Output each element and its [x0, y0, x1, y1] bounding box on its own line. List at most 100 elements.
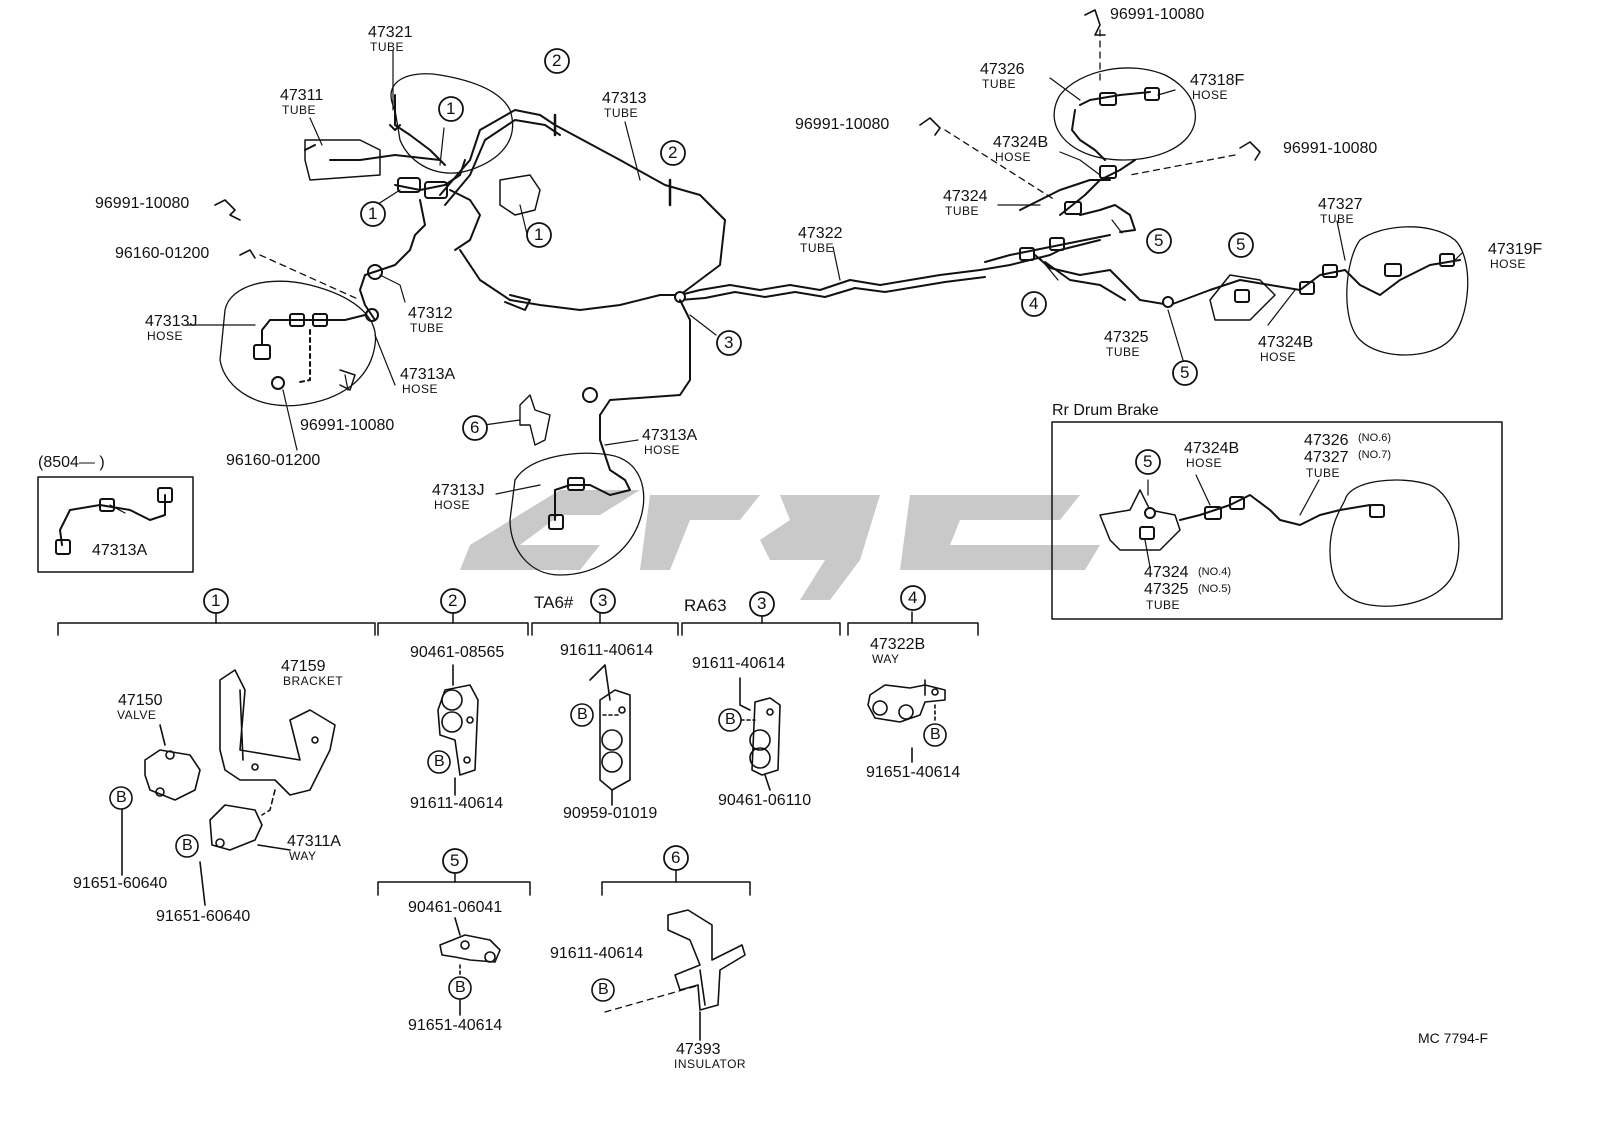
drum-47327-no7: (NO.7)	[1358, 449, 1391, 461]
label-47311-desc: TUBE	[282, 103, 317, 117]
bolt-b-3: B	[434, 753, 445, 770]
callout-6-main: 6	[470, 418, 480, 437]
group-3-ta6-number: 3	[598, 591, 608, 610]
callout-3-main: 3	[724, 333, 734, 352]
group-1-parts	[121, 669, 336, 906]
drum-tube-upper: TUBE	[1306, 466, 1341, 480]
label-47393-desc: INSULATOR	[674, 1057, 747, 1071]
label-47312-desc: TUBE	[410, 321, 445, 335]
label-47312: 47312	[408, 305, 453, 322]
label-47311A-desc: WAY	[289, 849, 317, 863]
group-ra63-label: RA63	[684, 596, 727, 615]
group-6-parts	[667, 909, 746, 1041]
label-90461-08565: 90461-08565	[410, 644, 505, 661]
bolt-b-4: B	[577, 706, 588, 723]
label-47324-desc: TUBE	[945, 204, 980, 218]
label-91611-40614-ta6: 91611-40614	[560, 642, 654, 659]
callout-2-top: 2	[552, 51, 562, 70]
label-47321: 47321	[368, 24, 413, 41]
label-47326-desc: TUBE	[982, 77, 1017, 91]
drum-47324B: 47324B	[1184, 440, 1240, 457]
rear-axle-lines	[984, 159, 1461, 321]
label-96991-right: 96991-10080	[1283, 140, 1378, 157]
drawing-code: MC 7794-F	[1418, 1030, 1489, 1046]
label-47150: 47150	[118, 692, 163, 709]
group-3-ra63-parts	[739, 677, 781, 791]
label-96991-left: 96991-10080	[95, 195, 190, 212]
rear-drum-brake-box	[1051, 421, 1503, 620]
label-47325-desc: TUBE	[1106, 345, 1141, 359]
group-5-parts	[439, 917, 501, 1016]
group-4-parts	[867, 679, 946, 763]
label-47393: 47393	[676, 1041, 721, 1058]
group-5-number: 5	[450, 851, 460, 870]
bolt-b-6: B	[930, 726, 941, 743]
bolt-circles	[109, 703, 947, 1002]
label-96160-top: 96160-01200	[115, 245, 210, 262]
label-47313J-right-desc: HOSE	[434, 498, 471, 512]
callout-5-drum: 5	[1143, 452, 1153, 471]
label-47313J-left-desc: HOSE	[147, 329, 184, 343]
callout-5-c: 5	[1180, 363, 1190, 382]
group-1-number: 1	[211, 591, 221, 610]
label-47322B: 47322B	[870, 636, 926, 653]
retaining-clip-icons	[214, 9, 1261, 259]
drum-47324: 47324	[1144, 564, 1189, 581]
label-47311A: 47311A	[287, 833, 341, 850]
main-tube	[582, 239, 1101, 456]
front-left-cluster	[304, 73, 726, 322]
label-91611-40614-ra63: 91611-40614	[692, 655, 786, 672]
label-47313A-right: 47313A	[642, 427, 698, 444]
callout-1-left: 1	[368, 204, 378, 223]
rear-right-wheel	[1346, 226, 1469, 356]
label-47324: 47324	[943, 188, 988, 205]
label-96991-mid: 96991-10080	[795, 116, 890, 133]
label-47150-desc: VALVE	[117, 708, 157, 722]
bolt-b-2: B	[182, 837, 193, 854]
label-90959-01019: 90959-01019	[563, 805, 658, 822]
group-2-parts	[437, 664, 479, 796]
watermark-logo	[460, 490, 1100, 600]
label-91611-40614-g2: 91611-40614	[410, 795, 504, 812]
label-47319F: 47319F	[1488, 241, 1543, 258]
group-3-ta6-parts	[589, 664, 631, 806]
label-47159-desc: BRACKET	[283, 674, 344, 688]
label-91651-60640-a: 91651-60640	[73, 875, 168, 892]
label-47313: 47313	[602, 90, 647, 107]
label-47324B-top: 47324B	[993, 134, 1049, 151]
label-47322B-desc: WAY	[872, 652, 900, 666]
label-47324B-right: 47324B	[1258, 334, 1314, 351]
callout-5-b: 5	[1236, 235, 1246, 254]
label-47313A-left-desc: HOSE	[402, 382, 439, 396]
bolt-b-1: B	[116, 789, 127, 806]
label-47325: 47325	[1104, 329, 1149, 346]
bracket-6-shape	[519, 394, 551, 446]
label-leaders	[109, 49, 1463, 568]
drum-47325: 47325	[1144, 581, 1189, 598]
drum-47325-no5: (NO.5)	[1198, 583, 1231, 595]
callout-4-axle: 4	[1029, 294, 1039, 313]
label-47313A-right-desc: HOSE	[644, 443, 681, 457]
callout-circles	[203, 48, 1254, 874]
rear-left-wheel	[1053, 67, 1196, 161]
label-96991-front: 96991-10080	[300, 417, 395, 434]
rear-drum-brake-title: Rr Drum Brake	[1052, 402, 1159, 419]
callout-2-right: 2	[668, 143, 678, 162]
bolt-b-7: B	[455, 979, 466, 996]
inset-title: (8504— )	[38, 454, 105, 471]
label-47327-desc: TUBE	[1320, 212, 1355, 226]
label-96991-top: 96991-10080	[1110, 6, 1205, 23]
label-47313-desc: TUBE	[604, 106, 639, 120]
callout-1-bracket: 1	[534, 225, 544, 244]
drum-47326: 47326	[1304, 432, 1349, 449]
front-left-wheel	[219, 280, 377, 407]
label-47313A-left: 47313A	[400, 366, 456, 383]
bolt-b-5: B	[725, 711, 736, 728]
drum-tube-lower: TUBE	[1146, 598, 1181, 612]
label-47322-desc: TUBE	[800, 241, 835, 255]
drum-47324B-desc: HOSE	[1186, 456, 1223, 470]
group-3-ra63-number: 3	[757, 594, 767, 613]
group-brackets	[57, 611, 979, 896]
group-2-number: 2	[448, 591, 458, 610]
